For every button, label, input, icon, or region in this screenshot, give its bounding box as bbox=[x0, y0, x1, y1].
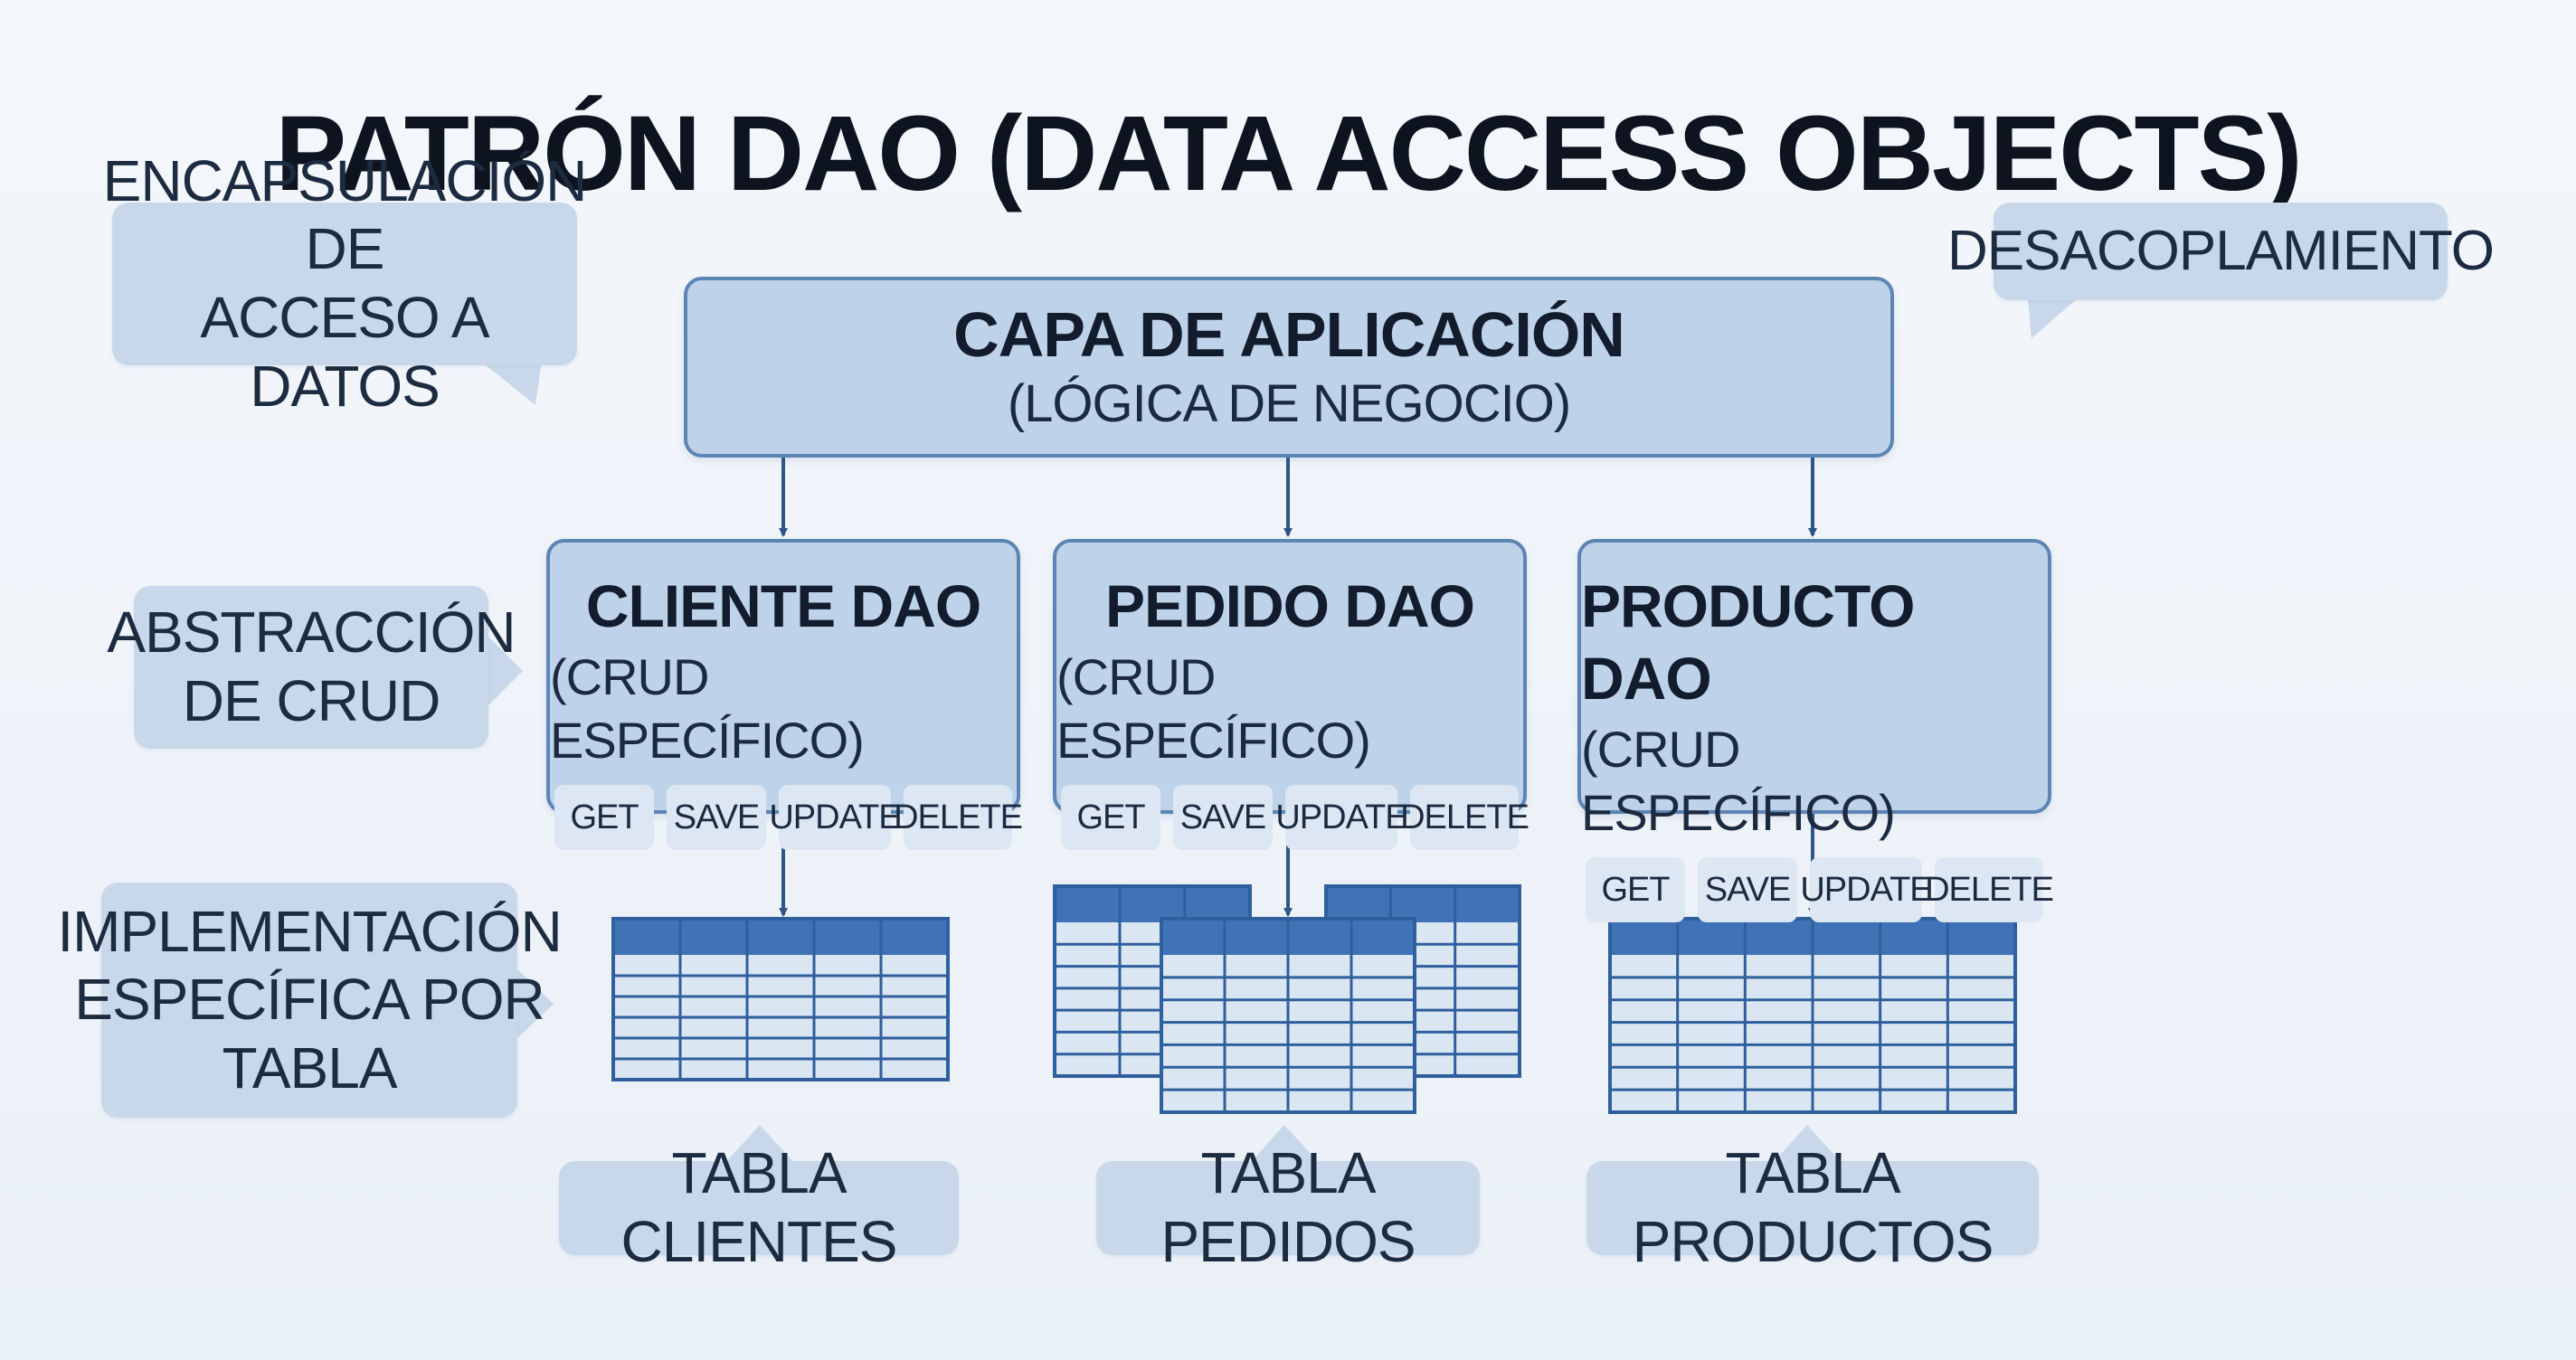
application-layer-subtitle: (LÓGICA DE NEGOCIO) bbox=[1007, 374, 1571, 433]
callout-tail-tabla-pedidos bbox=[1248, 1125, 1321, 1165]
producto-dao-op-delete: DELETE bbox=[1925, 857, 2054, 922]
tabla-pedidos-label: TABLA PEDIDOS bbox=[1096, 1140, 1480, 1274]
callout-implementation: IMPLEMENTACIÓN ESPECÍFICA POR TABLA bbox=[57, 883, 563, 1118]
callout-implementation-text: IMPLEMENTACIÓN ESPECÍFICA POR TABLA bbox=[57, 898, 562, 1100]
callout-tail-abstraction bbox=[485, 633, 523, 709]
callout-abstraction-text: ABSTRACCIÓN DE CRUD bbox=[107, 600, 516, 733]
cliente-dao-op-save: SAVE bbox=[667, 785, 766, 850]
callout-tail-tabla-productos bbox=[1771, 1125, 1843, 1165]
cliente-dao-title: CLIENTE DAO bbox=[585, 572, 981, 639]
producto-dao-box: PRODUCTO DAO (CRUD ESPECÍFICO) GET SAVE … bbox=[1577, 539, 2054, 922]
cliente-dao-box: CLIENTE DAO (CRUD ESPECÍFICO) GET SAVE U… bbox=[546, 539, 1023, 850]
tabla-productos-label: TABLA PRODUCTOS bbox=[1586, 1140, 2039, 1274]
tabla-clientes-label: TABLA CLIENTES bbox=[559, 1140, 959, 1274]
pedido-dao-box: PEDIDO DAO (CRUD ESPECÍFICO) GET SAVE UP… bbox=[1053, 539, 1530, 850]
cliente-dao-op-get: GET bbox=[554, 785, 654, 850]
application-layer-title: CAPA DE APLICACIÓN bbox=[953, 299, 1625, 370]
diagram-title: PATRÓN DAO (DATA ACCESS OBJECTS) bbox=[275, 94, 2302, 213]
tabla-pedidos-label-text: TABLA PEDIDOS bbox=[1160, 1140, 1416, 1274]
pedido-dao-op-get: GET bbox=[1061, 785, 1160, 850]
pedido-dao-title: PEDIDO DAO bbox=[1104, 572, 1475, 639]
pedido-dao-op-delete: DELETE bbox=[1400, 785, 1530, 850]
pedido-dao-op-save: SAVE bbox=[1173, 785, 1273, 850]
producto-dao-title: PRODUCTO DAO bbox=[1581, 572, 1915, 712]
cliente-dao-op-update: UPDATE bbox=[769, 785, 902, 850]
callout-abstraction: ABSTRACCIÓN DE CRUD bbox=[107, 586, 516, 749]
callout-decoupling: DESACOPLAMIENTO bbox=[1947, 203, 2495, 300]
producto-dao-operations: GET SAVE UPDATE DELETE bbox=[1586, 857, 2054, 922]
tabla-productos-label-text: TABLA PRODUCTOS bbox=[1632, 1140, 1994, 1274]
pedido-dao-op-update: UPDATE bbox=[1275, 785, 1408, 850]
producto-dao-op-save: SAVE bbox=[1698, 857, 1797, 922]
cliente-dao-subtitle: (CRUD ESPECÍFICO) bbox=[550, 648, 865, 769]
tabla-clientes-label-text: TABLA CLIENTES bbox=[620, 1140, 898, 1274]
callout-tail-encapsulation bbox=[470, 353, 543, 405]
callout-encapsulation: ENCAPSULACIÓN DE ACCESO A DATOS bbox=[103, 148, 588, 419]
callout-decoupling-text: DESACOPLAMIENTO bbox=[1947, 220, 2495, 283]
callout-tail-implementation bbox=[516, 968, 554, 1040]
producto-dao-subtitle: (CRUD ESPECÍFICO) bbox=[1581, 721, 1896, 841]
pedido-dao-operations: GET SAVE UPDATE DELETE bbox=[1061, 785, 1530, 850]
application-layer-box: CAPA DE APLICACIÓN (LÓGICA DE NEGOCIO) bbox=[684, 277, 1894, 458]
callout-tail-tabla-clientes bbox=[724, 1125, 796, 1165]
cliente-dao-op-delete: DELETE bbox=[894, 785, 1023, 850]
pedido-dao-subtitle: (CRUD ESPECÍFICO) bbox=[1056, 648, 1371, 769]
tabla-clientes-icon bbox=[611, 917, 950, 1081]
callout-encapsulation-text: ENCAPSULACIÓN DE ACCESO A DATOS bbox=[102, 147, 588, 419]
producto-dao-op-update: UPDATE bbox=[1800, 857, 1933, 922]
tabla-productos-icon bbox=[1608, 917, 2017, 1114]
tabla-pedidos-icon-front bbox=[1160, 917, 1416, 1114]
producto-dao-op-get: GET bbox=[1586, 857, 1685, 922]
cliente-dao-operations: GET SAVE UPDATE DELETE bbox=[554, 785, 1023, 850]
